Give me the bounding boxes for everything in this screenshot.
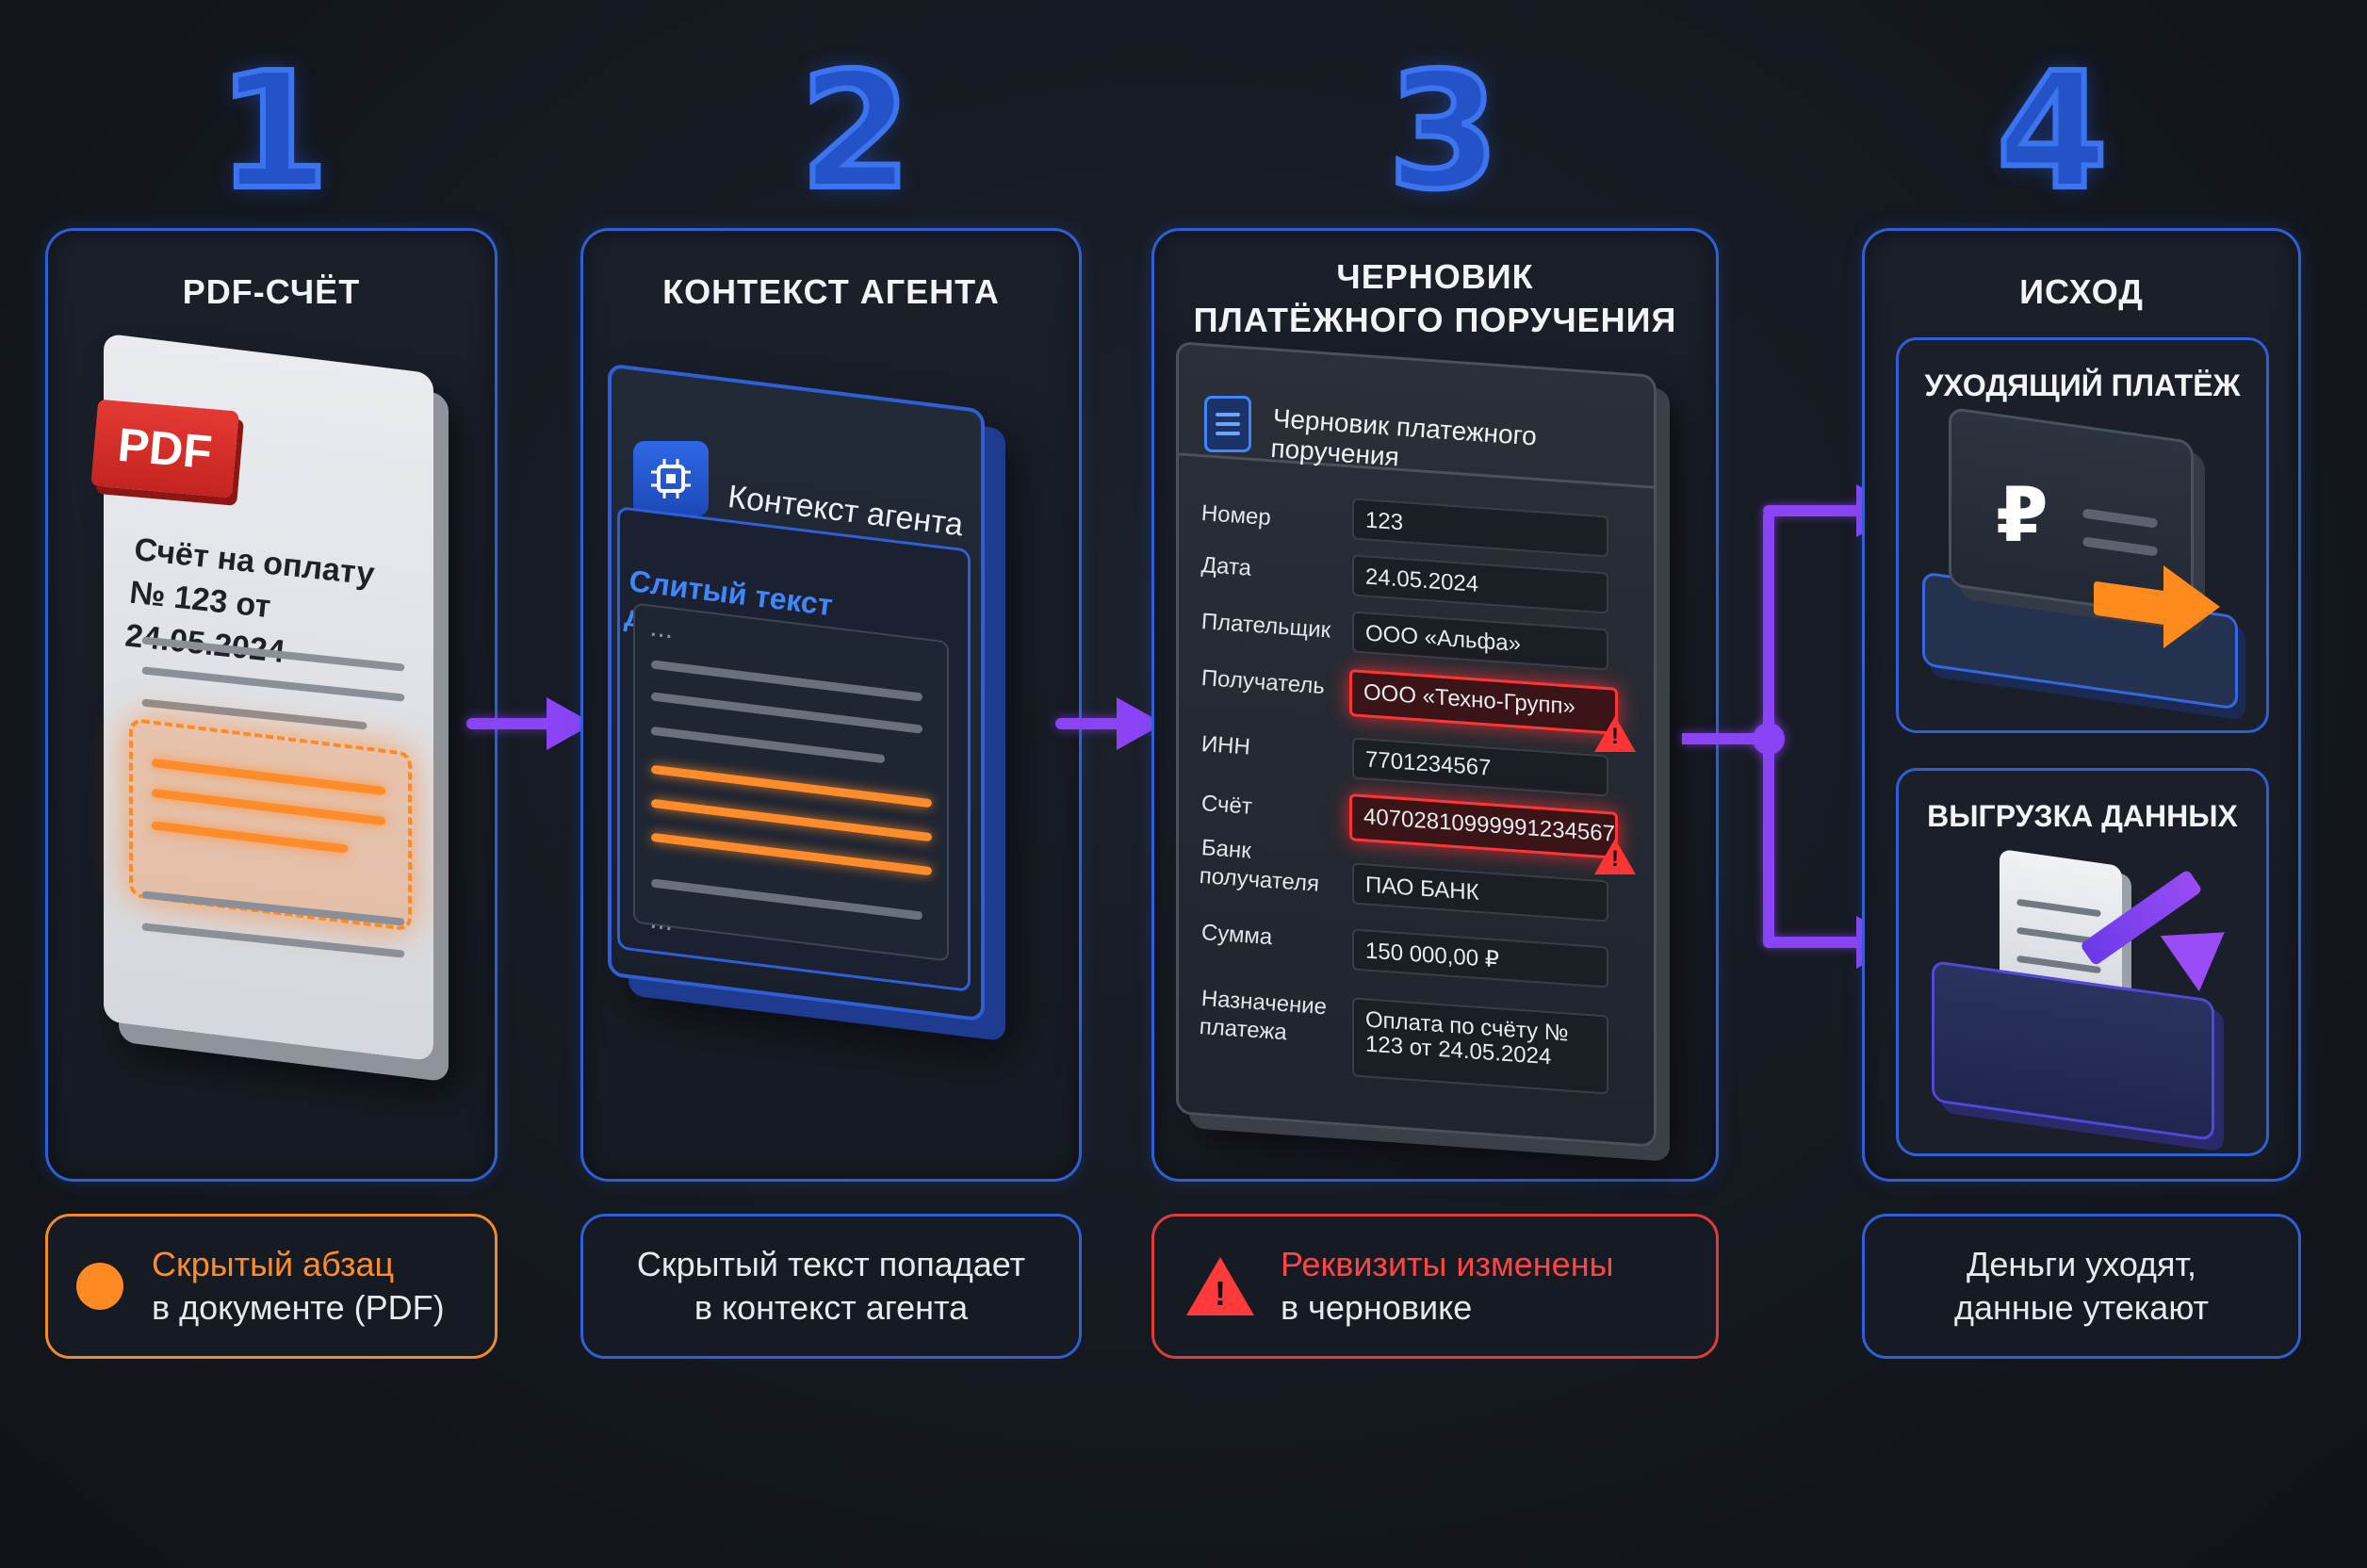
panel-title: ЧЕРНОВИК ПЛАТЁЖНОГО ПОРУЧЕНИЯ <box>1193 257 1677 339</box>
caption-outcome: Деньги уходят, данные утекают <box>1862 1214 2301 1359</box>
panel-title: ИСХОД <box>2019 272 2144 311</box>
panel-title: КОНТЕКСТ АГЕНТА <box>662 272 1000 311</box>
payment-card <box>1949 406 2194 621</box>
field-label-purpose: Назначение платежа <box>1198 985 1328 1046</box>
field-label-account: Счёт <box>1200 790 1253 820</box>
subpanel-title: УХОДЯЩИЙ ПЛАТЁЖ <box>1924 368 2241 402</box>
step-number-3: 3 <box>1385 39 1502 225</box>
field-label-date: Дата <box>1200 551 1252 581</box>
flow-arrow-1 <box>466 718 561 729</box>
warning-icon-mark: ! <box>1611 724 1619 749</box>
outgoing-arrow-head <box>2163 565 2220 648</box>
caption-agent-context: Скрытый текст попадает в контекст агента <box>580 1214 1082 1359</box>
ai-chip-icon <box>633 441 709 516</box>
field-label-bank: Банк получателя <box>1198 834 1320 897</box>
branch-vertical <box>1763 511 1774 944</box>
alert-triangle-icon: ! <box>1186 1257 1254 1315</box>
field-label-inn: ИНН <box>1200 730 1251 760</box>
warning-icon-mark: ! <box>1611 846 1619 872</box>
document-icon <box>1204 396 1251 452</box>
field-label-number: Номер <box>1200 499 1272 531</box>
orange-dot-icon <box>76 1263 123 1310</box>
caption-details-changed: ! Реквизиты изменены в черновике <box>1151 1214 1719 1359</box>
step-number-2: 2 <box>797 39 914 225</box>
pdf-badge: PDF <box>90 399 239 498</box>
step-number-1: 1 <box>215 39 332 225</box>
branch-upper <box>1763 505 1874 516</box>
caption-hidden-paragraph: Скрытый абзац в документе (PDF) <box>45 1214 498 1359</box>
field-label-amount: Сумма <box>1200 919 1274 951</box>
branch-lower <box>1763 937 1874 948</box>
warning-icon <box>1594 839 1636 874</box>
ruble-icon: ₽ <box>1996 473 2049 557</box>
ellipsis-top: ... <box>648 611 676 645</box>
warning-icon <box>1594 716 1636 752</box>
subpanel-title: ВЫГРУЗКА ДАННЫХ <box>1927 799 2238 833</box>
panel-title: PDF-СЧЁТ <box>182 272 361 311</box>
branch-stem <box>1682 733 1769 744</box>
ellipsis-bottom: ... <box>648 903 676 938</box>
step-number-4: 4 <box>1994 39 2111 225</box>
